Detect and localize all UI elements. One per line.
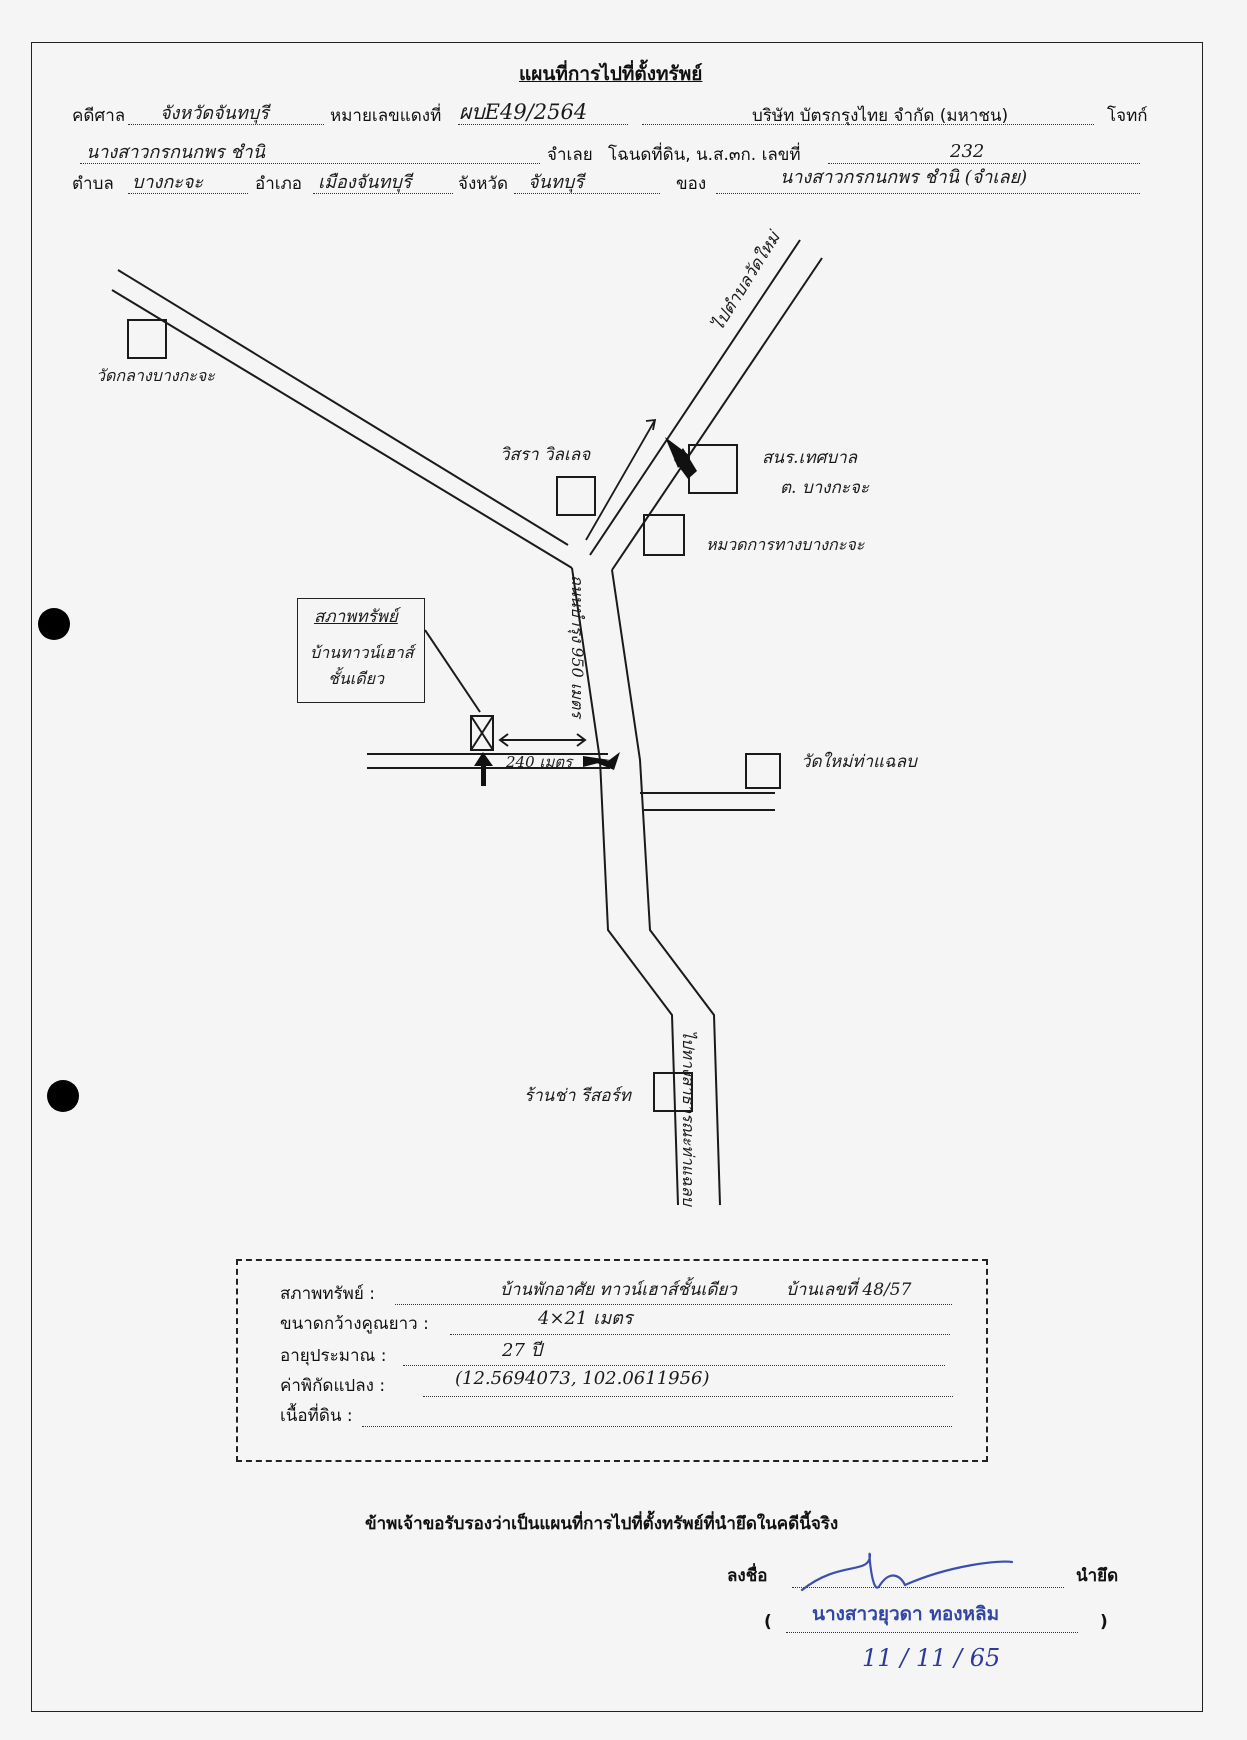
punch-hole [38,608,70,640]
house-no-value: บ้านเลขที่ 48/57 [786,1280,912,1300]
province-label: จังหวัด [458,174,509,194]
subdistrict-value: บางกะจะ [132,172,204,193]
size-label: ขนาดกว้างคูณยาว : [280,1314,429,1334]
map-label-distance: 240 เมตร [506,753,573,771]
district-label: อำเภอ [255,174,302,194]
coords-label: ค่าพิกัดแปลง : [280,1376,386,1396]
land-label: เนื้อที่ดิน : [280,1406,353,1426]
paren-open: ( [764,1612,772,1632]
case-no-label: หมายเลขแดงที่ [330,106,442,126]
sign-role: นำยึด [1076,1566,1119,1586]
callout-desc: ชั้นเดียว [328,669,385,688]
coords-value: (12.5694073, 102.0611956) [455,1368,710,1389]
map-label-wat-klang: วัดกลางบางกะจะ [96,366,215,385]
callout-desc: บ้านทาวน์เฮาส์ [310,643,414,662]
page-border [31,42,1203,1712]
plaintiff-label: โจทก์ [1107,106,1148,126]
court-label: คดีศาล [72,106,126,126]
age-label: อายุประมาณ : [280,1346,387,1366]
property-callout: สภาพทรัพย์ บ้านทาวน์เฮาส์ ชั้นเดียว [297,598,425,703]
map-label-school: สนร.เทศบาล [762,448,858,468]
court-value: จังหวัดจันทบุรี [160,103,269,124]
sign-label: ลงชื่อ [727,1566,768,1586]
map-label-school-sub: ต. บางกะจะ [780,478,870,498]
callout-title: สภาพทรัพย์ [314,607,398,627]
map-label-shop: ร้านช่า รีสอร์ท [524,1086,631,1106]
defendant-label: จำเลย [547,145,593,165]
signature-date: 11 / 11 / 65 [862,1644,1001,1672]
province-value: จันทบุรี [528,172,584,193]
age-value: 27 ปี [502,1340,543,1361]
paren-close: ) [1100,1612,1108,1632]
defendant-value: นางสาวกรกนกพร ชำนิ [86,142,265,163]
map-label-wat-mai: วัดใหม่ท่าแฉลบ [801,752,917,772]
deed-value: 232 [950,141,985,162]
condition-value: บ้านพักอาศัย ทาวน์เฮาส์ชั้นเดียว [500,1280,737,1300]
owner-label: ของ [676,174,707,194]
property-info-box [236,1259,988,1462]
case-no-value: ผบE49/2564 [459,100,588,124]
district-value: เมืองจันทบุรี [318,172,412,193]
punch-hole [47,1080,79,1112]
condition-label: สภาพทรัพย์ : [280,1284,375,1304]
subdistrict-label: ตำบล [72,174,114,194]
certification-text: ข้าพเจ้าขอรับรองว่าเป็นแผนที่การไปที่ตั้… [365,1514,839,1534]
map-label-wisara: วิสรา วิลเลจ [500,445,591,465]
plaintiff-value: บริษัท บัตรกรุงไทย จำกัด (มหาชน) [752,106,1009,126]
map-label-highway: หมวดการทางบางกะจะ [706,535,865,554]
deed-label: โฉนดที่ดิน, น.ส.๓ก. เลขที่ [608,145,801,165]
signer-name-stamp: นางสาวยุวดา ทองหลิม [812,1603,1000,1625]
size-value: 4×21 เมตร [538,1308,633,1329]
owner-value: นางสาวกรกนกพร ชำนิ (จำเลย) [780,167,1028,188]
page-title: แผนที่การไปที่ตั้งทรัพย์ [519,63,703,85]
